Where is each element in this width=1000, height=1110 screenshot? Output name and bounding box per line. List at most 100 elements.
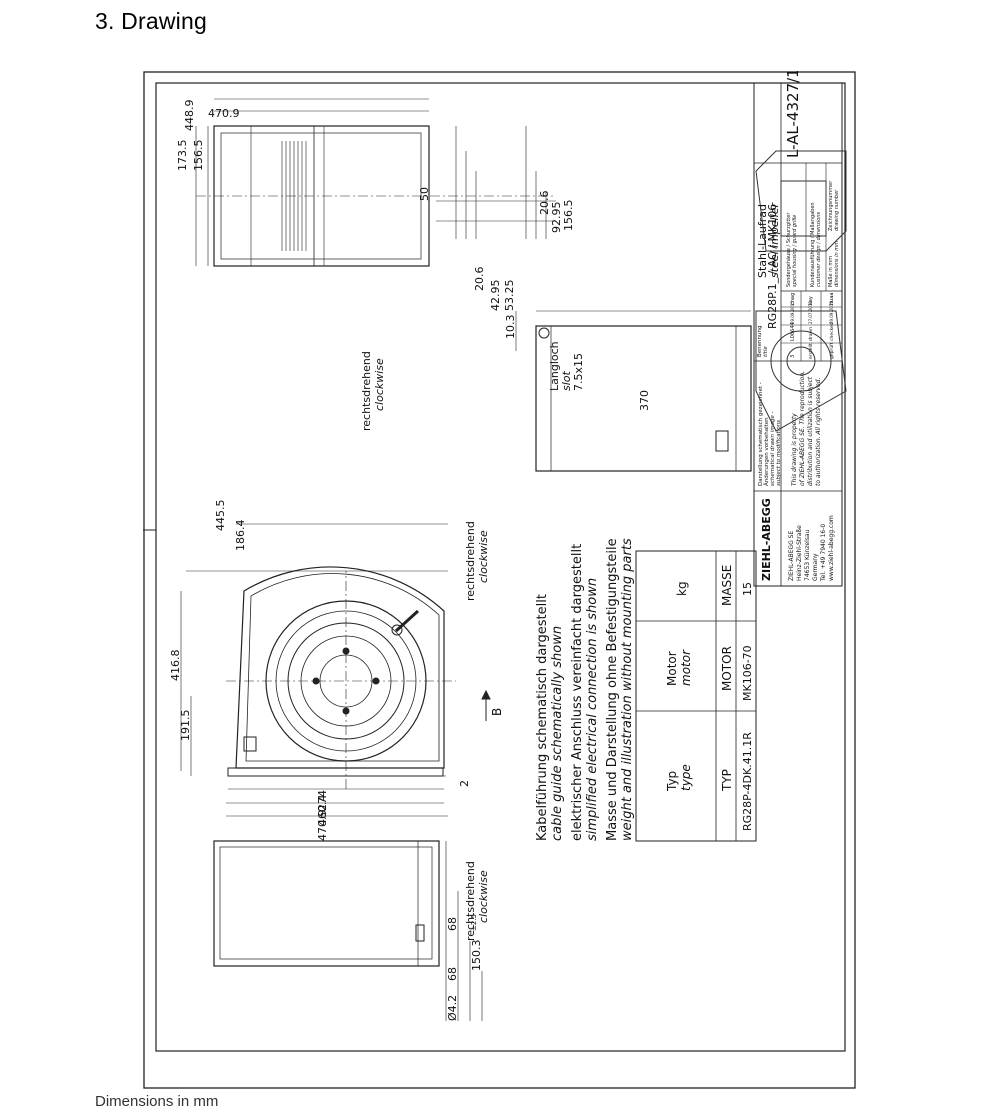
top-view	[195, 98, 556, 267]
rotation-label-bottom: rechtsdrehend	[464, 861, 477, 941]
rotation-label-bottom-en: clockwise	[477, 870, 490, 923]
note-line: elektrischer Anschluss vereinfacht darge…	[570, 544, 585, 841]
svg-text:Sondergehäuse / Schurzgitter: Sondergehäuse / Schurzgitter	[786, 212, 792, 287]
rotation-label-front: rechtsdrehend	[464, 521, 477, 601]
slot-label: Langloch	[548, 341, 561, 391]
front-view	[180, 523, 491, 817]
revision-index: 3	[790, 355, 796, 358]
revision-index: geprüft	[829, 342, 835, 359]
note-line: weight and illustration without mounting…	[620, 538, 635, 841]
dim-bottom-dia: Ø4.2	[446, 995, 459, 1021]
page-heading: 3. Drawing	[95, 8, 207, 34]
sheet-outer-frame	[143, 71, 856, 1089]
revision-name: cnag	[790, 293, 796, 305]
sheet-inner-frame	[155, 82, 846, 1052]
company-logo: ZIEHL-ABEGG	[760, 498, 773, 581]
view-marker-b: B	[490, 708, 504, 716]
dim-top-470: 470.9	[208, 107, 240, 120]
bottom-view	[213, 840, 483, 1021]
drawing-number: L-AL-4327/1	[784, 71, 802, 158]
slot-size: 7.5x15	[572, 353, 585, 391]
svg-text:customer design / dimensions: customer design / dimensions	[816, 212, 822, 287]
revision-date: 27.07.2012	[808, 301, 813, 324]
revision-date: 29.09.2015	[790, 301, 795, 324]
company-address-line: ZIEHL-ABEGG SE	[788, 531, 795, 581]
table-header: Motor	[665, 651, 679, 686]
copyright-note: This drawing is property	[791, 413, 798, 486]
schematic-note: Darstellung schematisch gezeichnet -	[758, 382, 764, 486]
revision-name: kay	[808, 296, 814, 305]
rotation-label-top-en: clockwise	[373, 358, 386, 411]
table-header: Typ	[665, 771, 679, 792]
revision-name: huaa	[829, 293, 835, 305]
dim-bottom-68a: 68	[446, 917, 459, 931]
dim-top-92: 92.95	[550, 202, 563, 234]
schematic-note: schematical drawn image -	[770, 411, 776, 486]
svg-text:drawing number: drawing number	[834, 189, 840, 231]
table-header-en: motor	[679, 649, 693, 686]
note-line: Kabelführung schematisch dargestellt	[535, 594, 550, 841]
dim-top-156b: 156.5	[562, 200, 575, 232]
revision-date: 29.09.2015	[829, 301, 834, 324]
copyright-note: distribution and utilization is subject	[807, 376, 814, 486]
dim-bottom-68b: 68	[446, 967, 459, 981]
svg-text:Maße in mm: Maße in mm	[828, 256, 834, 287]
company-address-line: 74653 Künzelsau	[804, 529, 811, 581]
dim-front-191: 191.5	[179, 710, 192, 742]
designation-label-en: title	[763, 346, 769, 357]
weight-unit: kg	[675, 581, 689, 596]
table-row-label: MASSE	[720, 565, 734, 606]
svg-text:dimensions in mm: dimensions in mm	[834, 241, 840, 287]
company-address-line: Heinz-Ziehl-Straße	[796, 525, 803, 581]
note-line: simplified electrical connection is show…	[585, 578, 600, 841]
revision-change: checked	[829, 322, 835, 341]
note-line: cable guide schematically shown	[550, 626, 565, 841]
company-address-line: www.ziehl-abegg.com	[828, 515, 835, 581]
dim-front-445: 445.5	[214, 500, 227, 532]
table-row-label: TYP	[720, 769, 734, 792]
dim-side-10: 10.3	[504, 315, 517, 340]
copyright-note: to authorization. All rights reserved.	[815, 378, 822, 486]
dim-front-470: 470.9	[316, 810, 329, 842]
material-label-en: steel impeller	[768, 201, 781, 278]
dim-top-53: 53.25	[503, 280, 516, 312]
revision-change: drawn	[808, 327, 814, 341]
dim-top-20-6b: 20.6	[473, 267, 486, 292]
dim-front-416: 416.8	[169, 650, 182, 682]
dim-top-448: 448.9	[183, 100, 196, 132]
notes-block: Kabelführung schematisch dargestellt cab…	[535, 538, 635, 841]
side-view	[515, 310, 752, 472]
copyright-note: of ZIEHL-ABEGG SE. The reproduction,	[799, 371, 806, 486]
dim-side-370: 370	[638, 390, 651, 411]
table-header-en: type	[679, 764, 693, 791]
dim-bottom-tol: ±2.5	[470, 914, 478, 931]
dim-front-2: 2	[458, 780, 471, 787]
svg-text:Zeichnungsnummer: Zeichnungsnummer	[828, 180, 834, 231]
company-address-line: Germany	[812, 553, 819, 581]
schematic-note: subject to modifications	[776, 420, 782, 486]
svg-text:Kundenausführung / Maßangaben: Kundenausführung / Maßangaben	[810, 202, 816, 287]
dim-top-50: 50	[418, 187, 431, 201]
dim-top-20-6: 20.6	[538, 191, 551, 216]
designation-label: Benennung	[757, 326, 763, 357]
slot-label-en: slot	[560, 370, 573, 391]
footer-note: Dimensions in mm	[95, 1093, 219, 1110]
dim-front-186: 186.4	[234, 520, 247, 552]
table-cell: RG28P-4DK.41.1R	[741, 732, 754, 831]
table-cell: MK106-70	[741, 645, 754, 701]
rotation-label-front-en: clockwise	[477, 530, 490, 583]
note-line: Masse und Darstellung ohne Befestigungst…	[605, 538, 620, 841]
schematic-note: Änderungen vorbehalten	[763, 417, 770, 486]
iso-sketches	[755, 150, 847, 432]
type-table: Typ type Motor motor kg TYP MOTOR MASSE …	[635, 550, 757, 842]
dim-top-173: 173.5	[176, 140, 189, 172]
rotation-label-top: rechtsdrehend	[360, 351, 373, 431]
table-cell: 15	[741, 582, 754, 596]
company-address-line: Tel. +49 7940 16-0	[820, 524, 827, 582]
material-label: Stahl-Laufrad	[756, 204, 769, 278]
table-row-label: MOTOR	[720, 646, 734, 691]
technical-drawing: ZIEHL-ABEGG ZIEHL-ABEGG SE Heinz-Ziehl-S…	[143, 71, 856, 1089]
dim-front-460: 460.4	[316, 795, 329, 827]
dim-top-156: 156.5	[192, 140, 205, 172]
designation: RG28P.1_ / AC / MK106	[766, 204, 779, 329]
